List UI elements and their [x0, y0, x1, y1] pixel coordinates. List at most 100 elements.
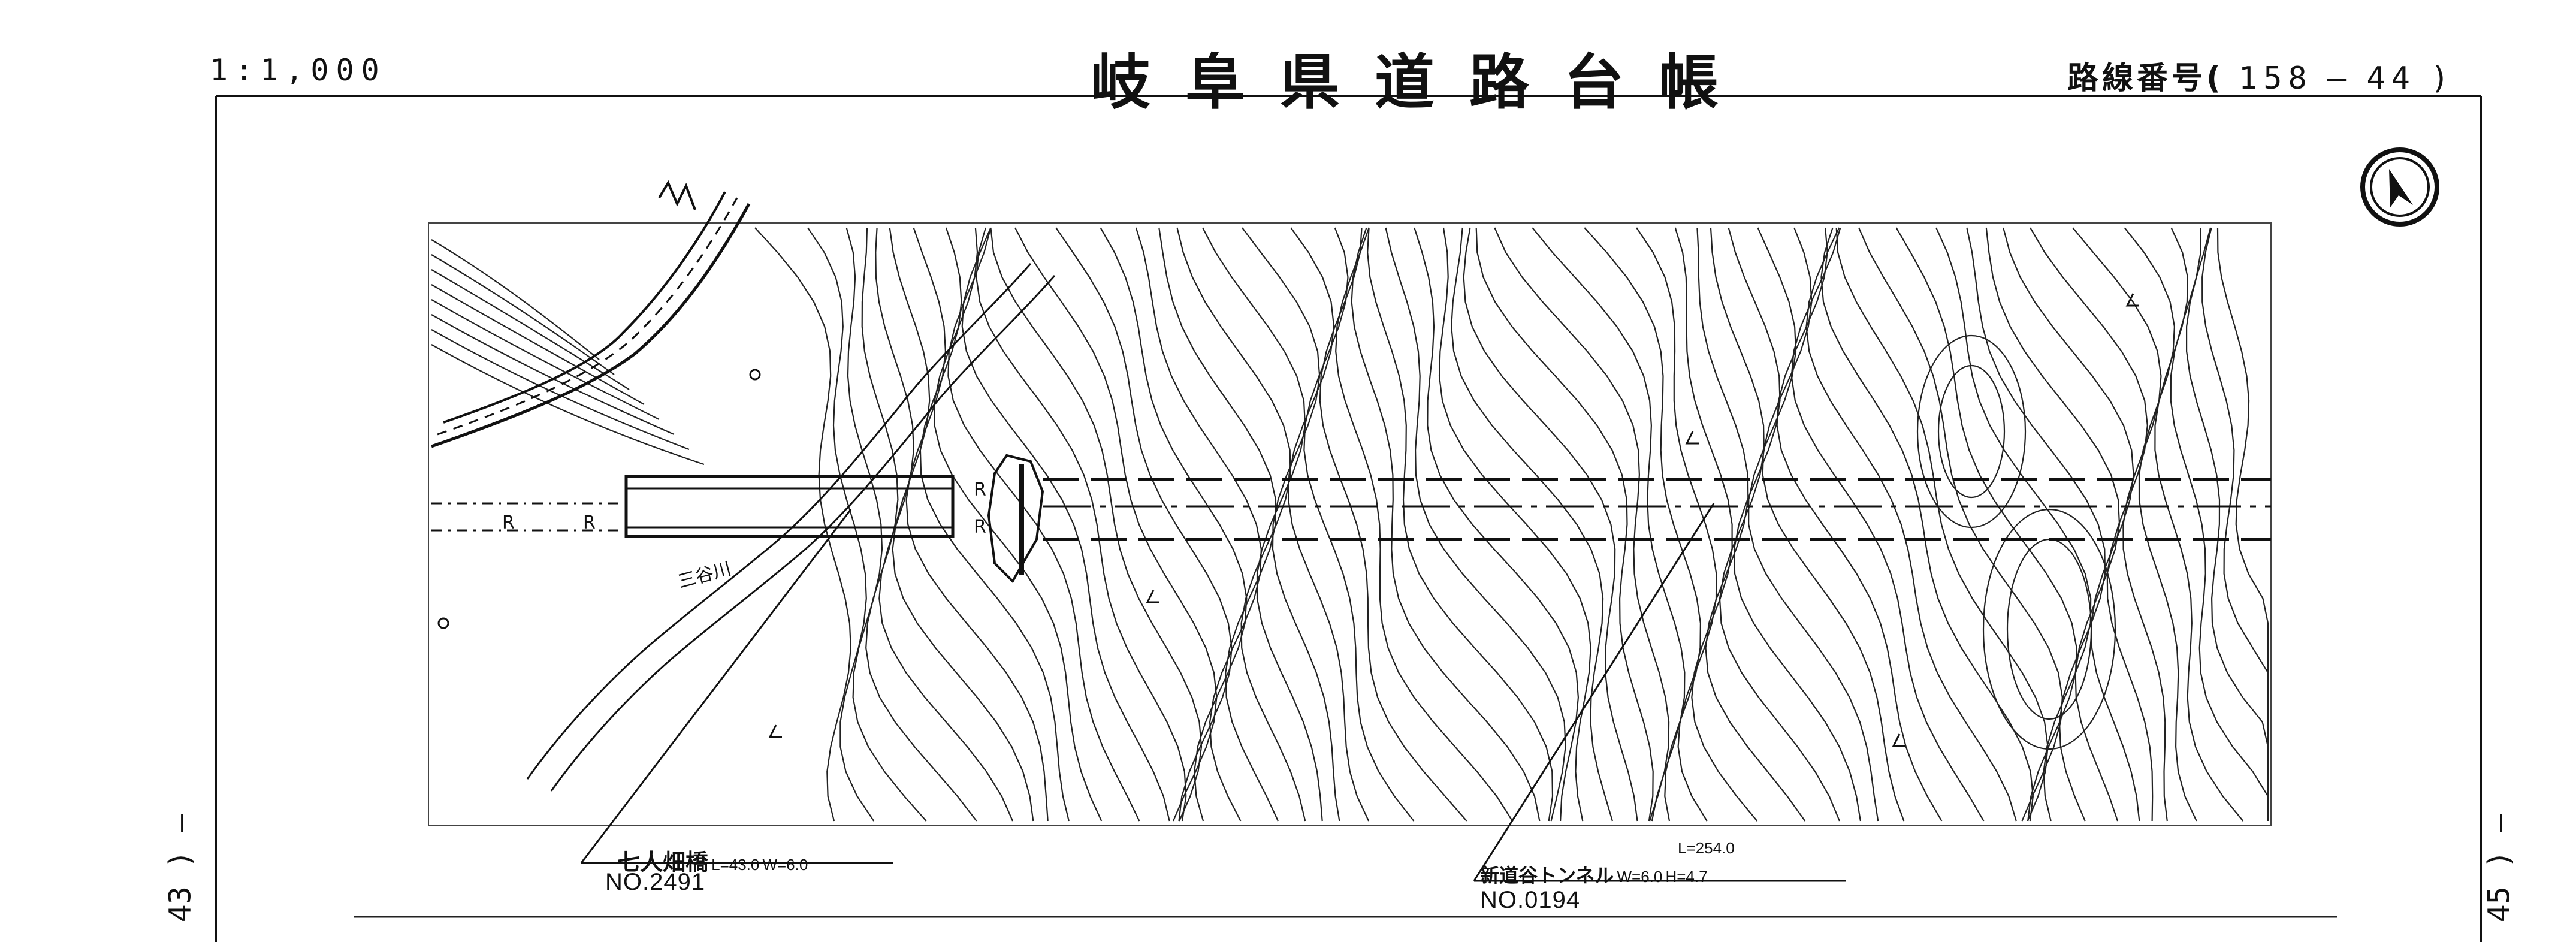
tunnel-height: H=4.7 [1665, 868, 1708, 886]
contour-line [2154, 227, 2244, 822]
route-section-value: 44 [2366, 61, 2416, 96]
contour-line [1475, 227, 1654, 822]
road-mark-r: R [974, 517, 986, 538]
bridge-width: W=6.0 [762, 856, 808, 874]
main-road [431, 454, 1044, 584]
contour-line [1762, 227, 1905, 822]
contour-line [2201, 227, 2269, 821]
contour-line [1135, 227, 1262, 822]
contour-line [1351, 227, 1541, 822]
contour-line [1966, 227, 2106, 822]
contour-line [845, 227, 927, 822]
river [526, 263, 1056, 792]
upper-left-road [431, 180, 751, 448]
contour-line [990, 227, 1203, 822]
bridge-length: L=43.0 [711, 856, 760, 874]
map-symbols [437, 293, 2139, 747]
contour-line [889, 227, 1034, 822]
contour-line [1463, 227, 1638, 822]
route-number-value: 158 [2238, 61, 2313, 96]
contour-line [754, 227, 851, 822]
tunnel-lines [1043, 478, 2271, 541]
contour-line [961, 227, 1170, 822]
tunnel-length: L=254.0 [1678, 839, 1735, 857]
route-dash: — [2327, 61, 2352, 96]
contour-line [1820, 227, 2034, 822]
contour-line [1494, 227, 1670, 822]
contour-line [1728, 227, 1861, 822]
bridge-label: 七人畑橋 L=43.0 W=6.0 [617, 844, 808, 877]
contour-line [807, 227, 875, 822]
sheet-frame [215, 95, 2482, 942]
contour-line [431, 254, 615, 375]
contour-line [1451, 227, 1613, 822]
contour-line [1584, 227, 1702, 822]
contour-line [2030, 227, 2154, 822]
road-mark-r: R [502, 512, 515, 533]
bridge-name: 七人畑橋 [617, 849, 709, 875]
contour-line [1367, 227, 1554, 822]
plot-area [428, 222, 2272, 826]
contour-line [1303, 227, 1415, 822]
contour-lines [431, 227, 2269, 822]
contour-line [431, 314, 675, 436]
contour-line [1696, 227, 1806, 822]
contour-line [1438, 227, 1591, 822]
contour-line [1319, 227, 1467, 822]
route-close-paren: ) [2430, 61, 2456, 96]
contour-line [1674, 227, 1758, 822]
north-arrow-icon [2360, 147, 2439, 227]
contour-line [1414, 227, 1580, 822]
contour-line [2003, 227, 2140, 822]
contour-line [2124, 227, 2197, 822]
bridge-deck [624, 475, 955, 538]
contour-line [1335, 227, 1513, 822]
contour-line [431, 269, 630, 390]
leader-lines [580, 503, 1846, 882]
contour-line [431, 284, 645, 405]
contour-line [1202, 227, 1323, 822]
page-title: 岐阜県道路台帳 [1091, 47, 1753, 117]
route-open-paren: ( [2206, 61, 2224, 96]
contour-line [1776, 227, 1943, 822]
contour-line [1985, 227, 2121, 822]
contour-line [431, 329, 690, 451]
contour-line [1385, 227, 1566, 822]
contour-line [1835, 227, 2049, 822]
contour-line [1287, 227, 1370, 822]
contour-line [905, 227, 1049, 822]
contour-line [1858, 227, 2063, 822]
contour-line [1748, 227, 1879, 822]
contour-line [1935, 227, 2092, 822]
contour-loop [1937, 364, 2006, 499]
contour-line [1790, 227, 1985, 822]
tunnel-portal [987, 454, 1044, 584]
road-mark-r: R [974, 479, 986, 500]
contour-line [1636, 227, 1717, 822]
tunnel-name: 新道谷トンネル [1480, 864, 1614, 887]
contour-line [1100, 227, 1248, 822]
adjacent-sheet-left: 43 ) — [162, 814, 198, 923]
tunnel-width: W=6.0 [1617, 868, 1663, 886]
route-label: 路線番号 [2067, 61, 2207, 96]
contour-line [1158, 227, 1279, 822]
contour-line [431, 239, 600, 360]
contour-line [431, 299, 660, 420]
tunnel-label: 新道谷トンネル W=6.0 H=4.7 [1480, 861, 1708, 888]
contour-line [861, 227, 977, 822]
contour-line [2170, 227, 2269, 821]
road-mark-r: R [583, 512, 596, 533]
contour-line [976, 227, 1187, 822]
contour-line [1805, 227, 2017, 822]
bridge-number: NO.2491 [605, 869, 706, 895]
contour-line [947, 227, 1140, 822]
contour-loop [1982, 508, 2116, 750]
contour-loop [1916, 334, 2027, 529]
tunnel-number: NO.0194 [1480, 887, 1581, 913]
map-scale: 1:1,000 [210, 53, 386, 87]
contour-line [2216, 227, 2269, 821]
adjacent-sheet-right: 45 ) — [2481, 814, 2517, 923]
contour-loop [2006, 538, 2092, 720]
contour-line [1710, 227, 1840, 822]
